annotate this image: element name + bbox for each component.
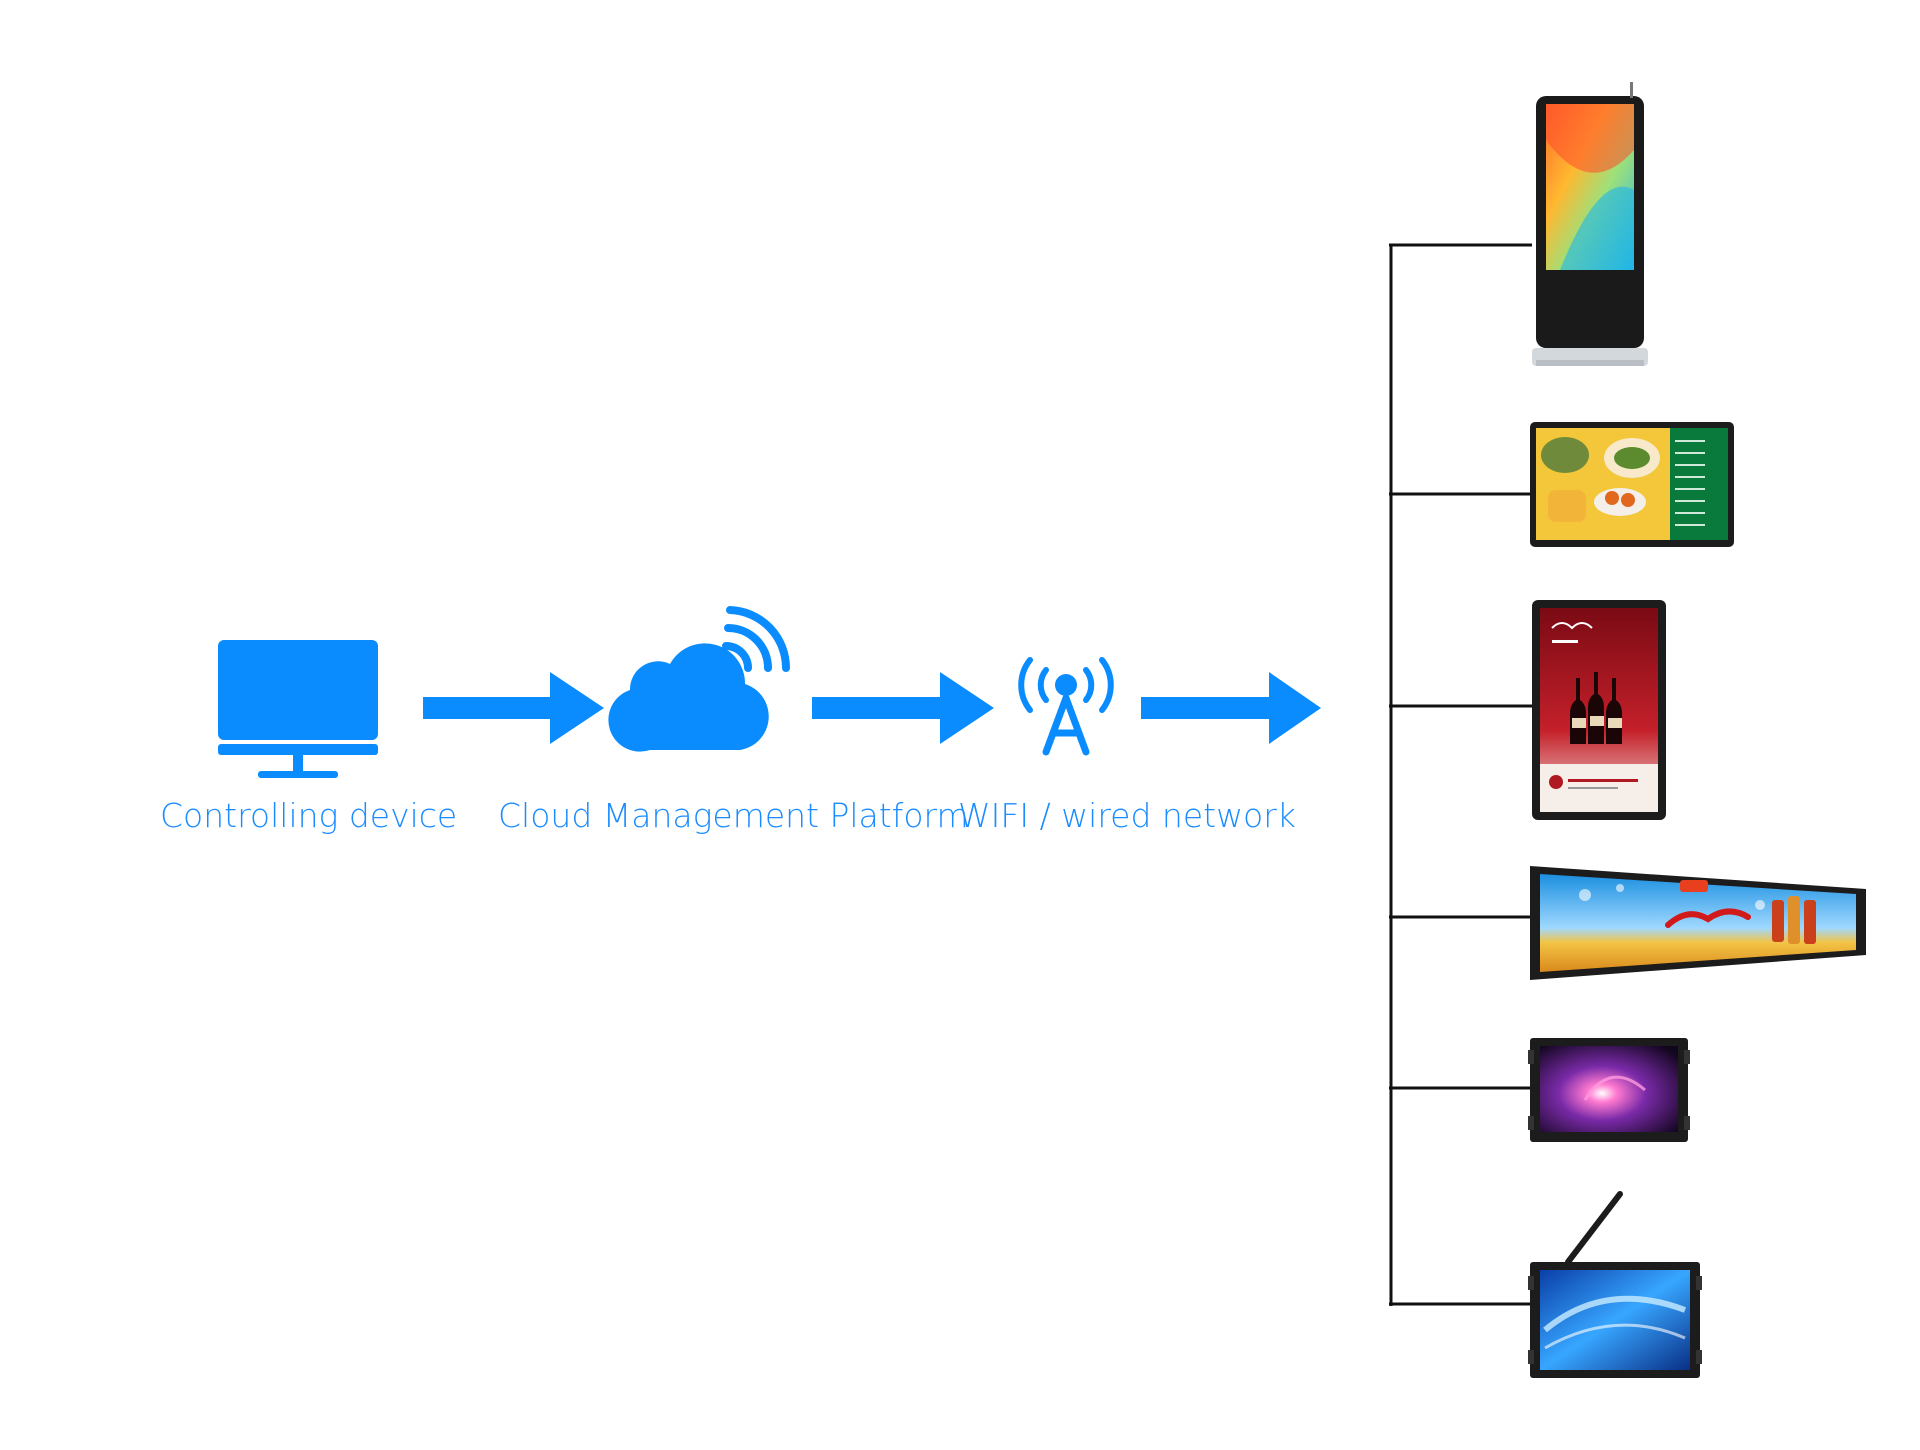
signal-arc-3 (726, 606, 790, 672)
antenna-node (1055, 674, 1077, 696)
label-controlling-device: Controlling device (160, 796, 458, 835)
cloud-signal-icon (608, 606, 790, 752)
signal-arc-1 (722, 642, 752, 672)
portrait-wine-poster-icon (1532, 600, 1666, 820)
flow-arrow-2 (812, 672, 994, 744)
antenna-wave-left-2 (1018, 657, 1033, 713)
flow-arrow-1 (423, 672, 604, 744)
wifi-antenna (1565, 1191, 1623, 1265)
open-frame-monitor-icon (1528, 1038, 1690, 1142)
monitor-bezel (218, 744, 378, 755)
monitor-neck (293, 755, 303, 773)
floor-standing-kiosk-icon (1532, 82, 1648, 366)
monitor-screen (218, 640, 378, 740)
flow-arrow-3 (1141, 672, 1321, 744)
monitor-foot (258, 771, 338, 778)
signal-arc-2 (724, 624, 772, 672)
cloud-shape (608, 643, 769, 752)
label-network: WIFI / wired network (958, 796, 1296, 835)
connector-tree (1389, 243, 1532, 1306)
antenna-mast (1042, 694, 1090, 756)
antenna-wave-right-1 (1083, 667, 1095, 703)
landscape-menu-board-icon (1530, 422, 1734, 547)
antenna-tower-icon (1018, 657, 1114, 756)
antenna-wave-right-2 (1099, 657, 1114, 713)
stretched-bar-display-icon (1530, 866, 1866, 980)
monitor-icon (218, 640, 378, 778)
antenna-wave-left-1 (1037, 667, 1049, 703)
label-cloud-platform: Cloud Management Platform (498, 796, 969, 835)
open-frame-antenna-monitor-icon (1528, 1191, 1702, 1378)
